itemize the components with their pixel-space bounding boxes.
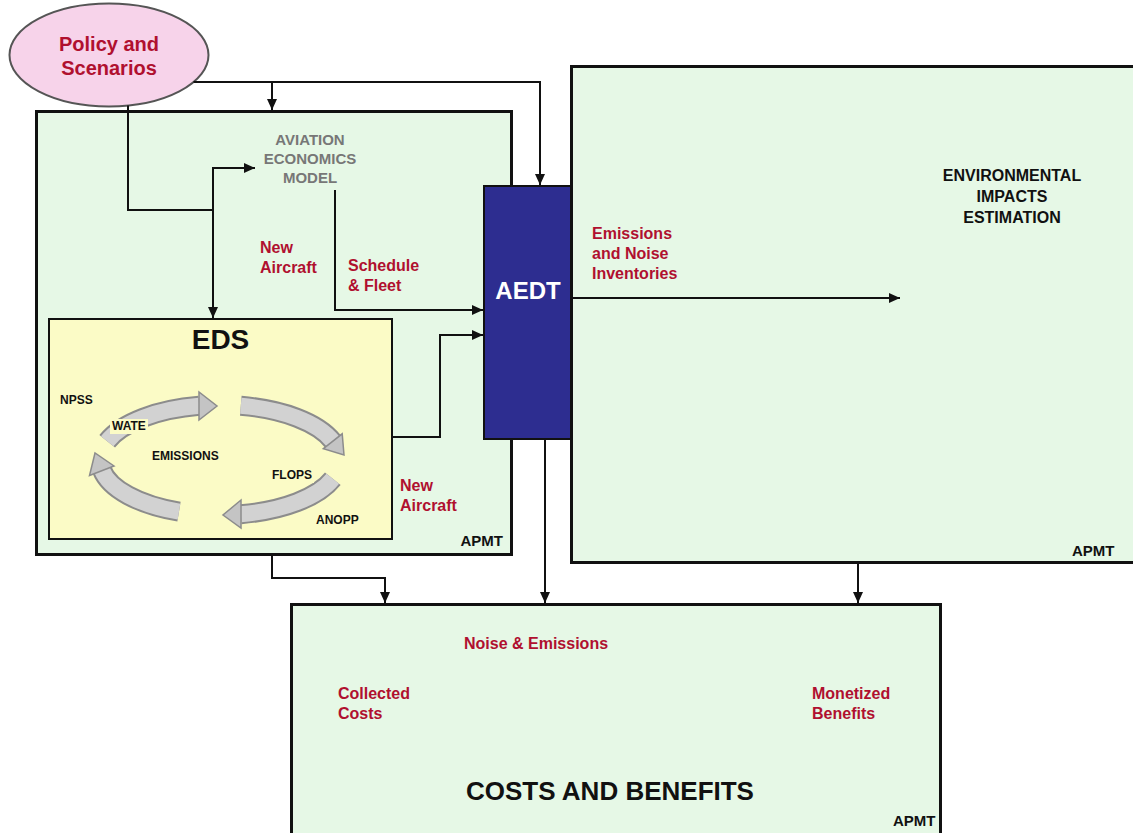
text-holder: COSTS AND BENEFITS [293,776,927,806]
cycle-arc [107,406,199,441]
text-holder: WATE [110,416,148,434]
connector-line [573,297,900,299]
connector [128,106,218,318]
text-holder: APMT [893,812,936,830]
arrowhead [208,307,218,318]
text-holder: Schedule & Fleet [346,256,436,296]
connector-line [857,564,859,603]
policy-ellipse: Policy and Scenarios [8,2,210,108]
aedt-box: AEDT [483,185,573,440]
edge-label: Monetized Benefits [810,684,910,724]
cycle-arc [241,479,333,514]
connector [853,564,863,603]
text-holder: ANOPP [314,510,361,528]
text-holder: Emissions and Noise Inventories [590,224,702,284]
connector-line [213,168,255,318]
cycle-arc [102,470,179,512]
arrowhead [267,99,277,110]
cycle-arrowhead [199,392,217,420]
text-holder: FLOPS [270,465,314,483]
connector [573,293,900,303]
cycle-arc [241,406,333,441]
text-holder: EMISSIONS [150,446,221,464]
cycle-arrowhead [90,453,115,476]
connector [393,330,483,437]
text-holder: EDS [50,324,391,356]
connector-line [128,106,213,318]
connector-line [335,190,483,310]
text-holder: Policy and Scenarios [44,32,174,80]
text-holder: APMT [461,532,504,550]
node-text: APMT [461,532,504,549]
arrowhead [889,293,900,303]
arrowhead [472,305,483,315]
edge-label: New Aircraft [258,238,333,278]
connector [213,163,255,318]
arrowhead [380,592,390,603]
cycle-arrows [90,392,345,528]
part-label: NPSS [58,393,95,408]
text-holder: AVIATION ECONOMICS MODEL [255,130,365,187]
node-text: EDS [192,324,250,355]
apmt-panel: APMT ENVIRONMENTAL IMPACTS ESTIMATION [570,65,1133,564]
connector-line [544,440,546,603]
arrowhead [472,330,483,340]
connector [194,82,545,185]
text-holder: Collected Costs [336,684,428,724]
connector [540,440,550,603]
edge-label: Collected Costs [336,684,428,724]
model-block: AVIATION ECONOMICS MODEL [255,130,365,190]
edge-label: Noise & Emissions [462,634,610,654]
node-text: ENVIRONMENTAL IMPACTS ESTIMATION [943,167,1081,226]
edge-label: Schedule & Fleet [346,256,436,296]
text-holder: ENVIRONMENTAL IMPACTS ESTIMATION [932,165,1092,228]
part-label: WATE [110,419,148,434]
connector-line [194,82,272,110]
eds-box: EDS [48,318,393,540]
connector-line [393,335,483,437]
cycle-arc [107,406,199,441]
arrowhead [853,592,863,603]
edge-label: New Aircraft [398,476,474,516]
connector-line [194,82,540,185]
cycle-arc [241,479,333,514]
arrowhead [244,163,255,173]
text-holder: Monetized Benefits [810,684,910,724]
node-text: AVIATION ECONOMICS MODEL [264,131,357,186]
text-holder: AEDT [485,277,571,305]
node-text: APMT [1072,542,1115,559]
node-text: APMT [893,812,936,829]
node-text: COSTS AND BENEFITS [466,776,754,806]
part-label: EMISSIONS [150,449,221,464]
text-holder: New Aircraft [258,238,333,278]
arrowhead [535,174,545,185]
node-text: AEDT [495,277,560,304]
cycle-arrowhead [223,500,241,528]
node-text: Policy and Scenarios [59,33,159,79]
part-label: FLOPS [270,468,314,483]
text-holder: New Aircraft [398,476,474,516]
text-holder: Noise & Emissions [462,634,610,654]
cycle-arc [241,406,333,441]
part-label: ANOPP [314,513,361,528]
arrowhead [540,592,550,603]
ellipse-outline [8,2,210,108]
impacts-block: ENVIRONMENTAL IMPACTS ESTIMATION [900,165,1125,305]
connector [194,82,277,110]
text-holder: NPSS [58,390,95,408]
connector-line [272,556,385,603]
text-holder: APMT [1072,542,1115,560]
edge-label: Emissions and Noise Inventories [590,224,702,284]
ellipse-shape [10,4,209,107]
cycle-arrowhead [323,434,344,455]
cycle-arc [102,470,179,512]
connector [272,556,390,603]
connector [335,190,483,315]
